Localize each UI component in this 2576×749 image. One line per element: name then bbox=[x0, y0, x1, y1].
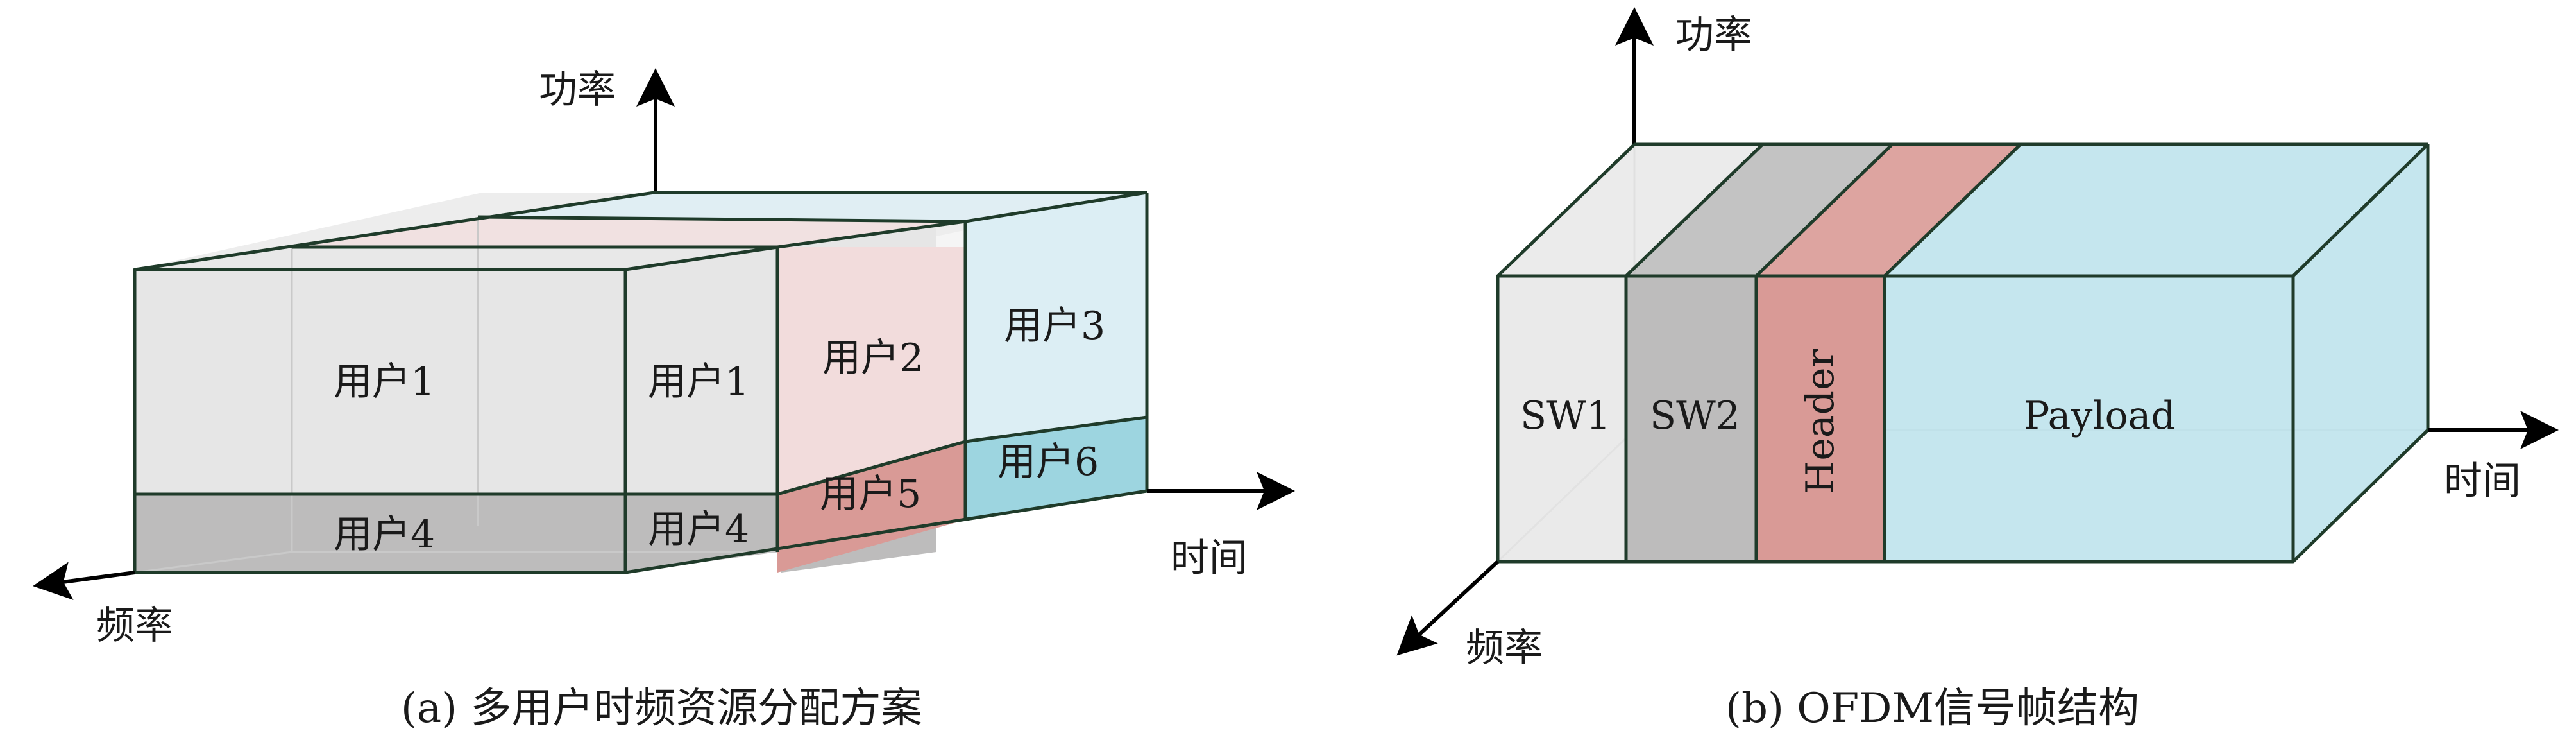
sw2-top bbox=[1626, 144, 1892, 276]
left-freq-axis bbox=[33, 562, 135, 600]
u4-front-block bbox=[135, 494, 625, 573]
left-caption: (a) 多用户时频资源分配方案 bbox=[401, 685, 922, 732]
left-power-label: 功率 bbox=[539, 67, 616, 112]
header-front bbox=[1756, 276, 1885, 562]
u6-block bbox=[965, 417, 1147, 520]
right-time-label: 时间 bbox=[2444, 459, 2521, 504]
label-u6: 用户6 bbox=[997, 440, 1099, 485]
label-u2: 用户2 bbox=[822, 336, 924, 381]
payload-top bbox=[1885, 144, 2428, 276]
top-slant-3 bbox=[965, 191, 1148, 223]
u1-mid-block bbox=[625, 247, 777, 494]
u3-block bbox=[965, 193, 1147, 442]
left-time-label: 时间 bbox=[1171, 536, 1248, 581]
right-top-d0 bbox=[1496, 143, 1636, 277]
u1-front-block bbox=[135, 270, 625, 494]
right-bottom-d bbox=[2292, 429, 2429, 563]
sw1-top bbox=[1498, 144, 1763, 276]
label-u5: 用户5 bbox=[820, 472, 921, 517]
top-left-edge bbox=[134, 191, 655, 271]
sw2-front bbox=[1626, 276, 1756, 562]
label-sw1: SW1 bbox=[1520, 393, 1611, 438]
label-payload: Payload bbox=[2024, 393, 2176, 438]
bottom-slant bbox=[625, 489, 1148, 574]
top-line-2 bbox=[477, 215, 966, 223]
right-top-d4 bbox=[2292, 143, 2429, 277]
right-top-d2 bbox=[1755, 143, 1894, 277]
label-sw2: SW2 bbox=[1650, 393, 1740, 438]
top-strip-1 bbox=[135, 247, 777, 270]
top-strip-3 bbox=[478, 193, 1147, 221]
header-top bbox=[1756, 144, 2021, 276]
u5-block bbox=[777, 442, 965, 573]
label-u4-back: 用户4 bbox=[648, 507, 749, 552]
label-u1-back: 用户1 bbox=[648, 359, 749, 404]
right-power-label: 功率 bbox=[1675, 13, 1752, 58]
payload-side bbox=[2293, 144, 2428, 562]
top-strip-2 bbox=[292, 217, 965, 247]
sw1-front bbox=[1498, 276, 1626, 562]
hidden-edge-4 bbox=[134, 551, 292, 574]
mid-line-c bbox=[965, 415, 1148, 443]
label-u3: 用户3 bbox=[1004, 304, 1105, 349]
left-diagram: 功率 bbox=[33, 67, 1295, 732]
payload-front bbox=[1885, 276, 2293, 562]
label-u1-front: 用户1 bbox=[334, 359, 435, 404]
right-diagram: 功率 时间 频率 SW1 bbox=[1396, 7, 2559, 732]
left-freq-label: 频率 bbox=[96, 603, 173, 648]
right-freq-axis bbox=[1396, 560, 1500, 656]
label-u4-front: 用户4 bbox=[334, 512, 435, 557]
right-top-d1 bbox=[1625, 143, 1764, 277]
top-slant-1 bbox=[625, 245, 778, 271]
u2-block bbox=[777, 247, 965, 494]
right-top-d3 bbox=[1883, 143, 2022, 277]
mid-line-b bbox=[777, 440, 966, 496]
top-slant-2 bbox=[777, 220, 966, 249]
right-freq-label: 频率 bbox=[1466, 626, 1543, 671]
right-caption: (b) OFDM信号帧结构 bbox=[1725, 685, 2139, 732]
label-header: Header bbox=[1798, 349, 1843, 494]
